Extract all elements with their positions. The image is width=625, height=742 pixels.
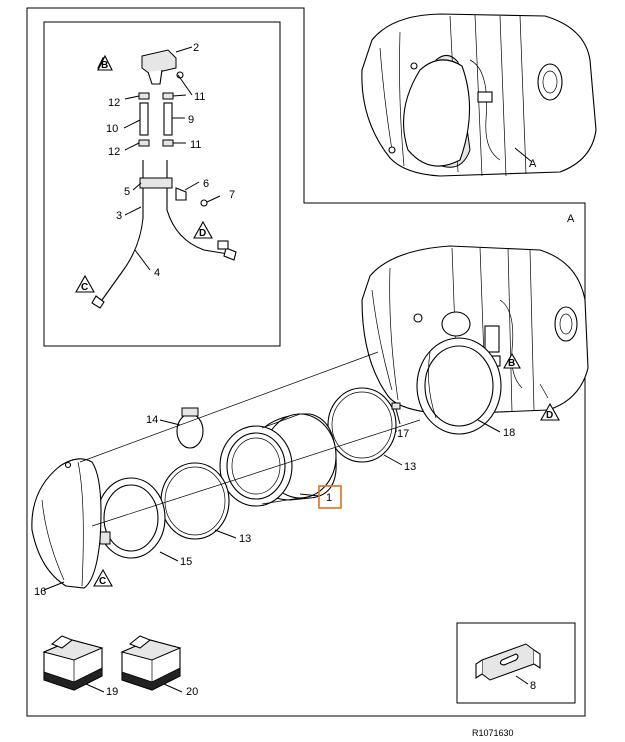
part-label-16: 16 <box>34 586 46 598</box>
part-label-10: 10 <box>106 123 118 135</box>
part-label-11-bottom: 11 <box>190 139 201 151</box>
part-label-2: 2 <box>193 42 199 54</box>
part-label-1: 1 <box>326 492 332 504</box>
inlet-cone-16 <box>31 458 102 589</box>
part-label-14: 14 <box>146 414 158 426</box>
part-label-11-top: 11 <box>194 91 205 103</box>
main-marker-c: C <box>93 568 113 587</box>
svg-text:D: D <box>199 228 206 239</box>
main-marker-d: D <box>540 402 560 421</box>
part-label-18: 18 <box>503 427 515 439</box>
part-label-19: 19 <box>106 686 118 698</box>
part-label-17: 17 <box>397 428 409 440</box>
inset-marker-d: D <box>193 220 213 239</box>
gasket-13-left <box>160 462 230 540</box>
sensor-inset-frame <box>43 21 281 347</box>
part-label-5: 5 <box>124 186 130 198</box>
bracket-inset-frame <box>456 622 576 704</box>
assembly-axis-lower <box>91 419 421 527</box>
overview-muffler-drawing <box>361 13 597 177</box>
main-marker-b: B <box>503 352 521 369</box>
svg-text:C: C <box>99 576 106 587</box>
svg-text:D: D <box>546 410 553 421</box>
particle-filter-1 <box>219 413 337 507</box>
clamp-14 <box>176 407 204 449</box>
part-label-13-left: 13 <box>239 533 251 545</box>
svg-text:B: B <box>508 358 515 369</box>
svg-text:C: C <box>81 282 88 293</box>
kit-box-20 <box>120 635 183 693</box>
outer-frame <box>26 7 586 717</box>
inset-marker-c: C <box>75 274 95 293</box>
sensor-assembly-drawing <box>91 46 237 309</box>
part-label-8: 8 <box>530 680 536 692</box>
part-label-6: 6 <box>203 178 209 190</box>
main-view-label: A <box>567 213 575 225</box>
outlet-flange-18 <box>416 337 502 435</box>
part-label-12-bottom: 12 <box>108 146 120 158</box>
overview-view-label: A <box>529 158 537 170</box>
part-label-12-top: 12 <box>108 97 120 109</box>
clamp-15 <box>96 477 166 559</box>
part-label-4: 4 <box>154 267 160 279</box>
part-label-7: 7 <box>229 189 235 201</box>
part-label-9: 9 <box>188 114 194 126</box>
part-label-20: 20 <box>186 686 198 698</box>
part-1-highlight <box>318 485 342 509</box>
svg-text:B: B <box>101 60 108 71</box>
gasket-13-right <box>327 387 397 463</box>
drawing-reference-number: R1071630 <box>472 728 514 738</box>
assembly-axis-upper <box>79 351 379 463</box>
kit-box-19 <box>42 635 105 693</box>
inset-marker-b: B <box>97 54 113 71</box>
part-label-3: 3 <box>116 210 122 222</box>
bracket-8 <box>475 643 541 685</box>
part-label-15: 15 <box>180 556 192 568</box>
bolt-17 <box>391 402 401 425</box>
part-label-13-right: 13 <box>404 461 416 473</box>
